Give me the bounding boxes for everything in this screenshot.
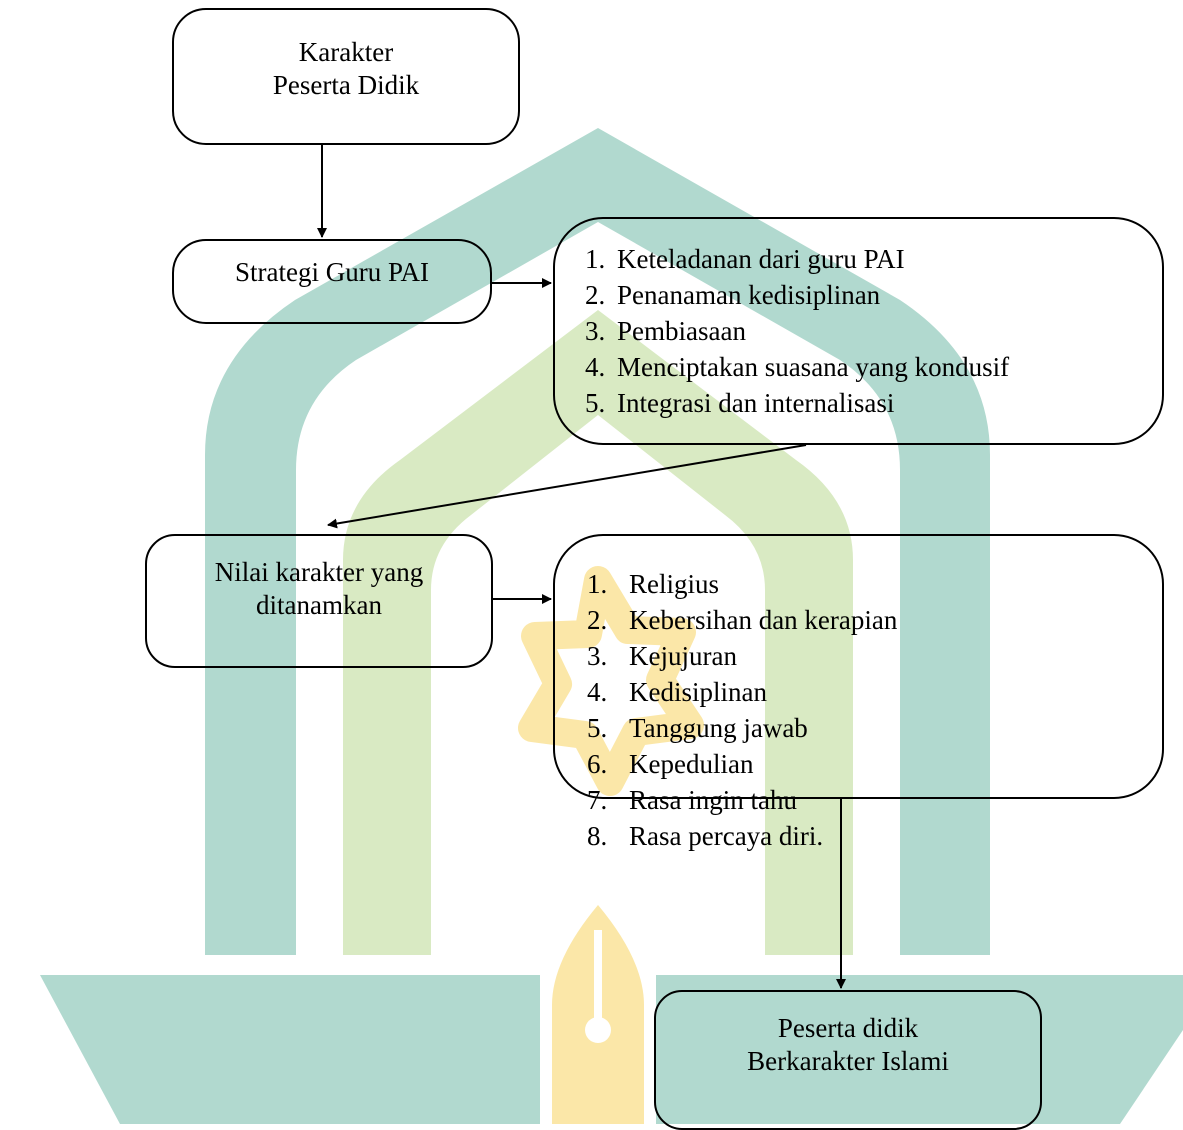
nilai-item-number: 8. bbox=[587, 821, 608, 851]
strategi-item-number: 3. bbox=[585, 316, 606, 346]
nilai-item-number: 2. bbox=[587, 605, 608, 635]
nilai-item-number: 6. bbox=[587, 749, 608, 779]
nilai-item-number: 1. bbox=[587, 569, 608, 599]
watermark-green-arch bbox=[343, 310, 853, 955]
strategi-item: 3. Pembiasaan bbox=[585, 313, 1162, 349]
nilai-item: 8. Rasa percaya diri. bbox=[587, 818, 1162, 854]
strategi-item-text: Pembiasaan bbox=[617, 316, 746, 346]
nilai-item: 5. Tanggung jawab bbox=[587, 710, 1162, 746]
strategi-item-number: 4. bbox=[585, 352, 606, 382]
strategi-item: 2. Penanaman kedisiplinan bbox=[585, 277, 1162, 313]
strategi-item: 1. Keteladanan dari guru PAI bbox=[585, 241, 1162, 277]
nilai-item-text: Kebersihan dan kerapian bbox=[629, 605, 898, 635]
strategi-item-number: 1. bbox=[585, 244, 606, 274]
nilai-item-number: 7. bbox=[587, 785, 608, 815]
nilai-item: 4. Kedisiplinan bbox=[587, 674, 1162, 710]
node-hasil-line1: Peserta didik bbox=[777, 1013, 919, 1043]
arrow-list-to-nilai bbox=[327, 444, 807, 529]
strategi-item-text: Integrasi dan internalisasi bbox=[617, 388, 895, 418]
watermark-teal-arch bbox=[205, 128, 990, 955]
watermark-teal-base-left bbox=[40, 975, 540, 1124]
node-strategi-list: 1. Keteladanan dari guru PAI 2. Penanaman … bbox=[553, 217, 1164, 445]
strategi-item-text: Menciptakan suasana yang kondusif bbox=[617, 352, 1010, 382]
watermark-gold-star bbox=[518, 566, 704, 796]
node-nilai-line2: ditanamkan bbox=[256, 590, 382, 620]
node-karakter-line2: Peserta Didik bbox=[272, 70, 420, 100]
strategi-item-number: 5. bbox=[585, 388, 606, 418]
nilai-list: 1. Religius 2. Kebersihan dan kerapian 3. K… bbox=[587, 566, 1162, 854]
nilai-item: 2. Kebersihan dan kerapian bbox=[587, 602, 1162, 638]
nilai-item: 6. Kepedulian bbox=[587, 746, 1162, 782]
node-nilai-line1: Nilai karakter yang bbox=[214, 557, 424, 587]
nilai-item-number: 4. bbox=[587, 677, 608, 707]
nilai-item: 7. Rasa ingin tahu bbox=[587, 782, 1162, 818]
node-karakter-line1: Karakter bbox=[298, 37, 394, 67]
nilai-item-text: Tanggung jawab bbox=[629, 713, 808, 743]
nilai-item: 1. Religius bbox=[587, 566, 1162, 602]
watermark-teal-base-right bbox=[656, 975, 1183, 1124]
nilai-item: 3. Kejujuran bbox=[587, 638, 1162, 674]
nilai-item-number: 5. bbox=[587, 713, 608, 743]
strategi-item-text: Penanaman kedisiplinan bbox=[617, 280, 881, 310]
nilai-item-text: Kepedulian bbox=[629, 749, 754, 779]
node-nilai-karakter: Nilai karakter yang ditanamkan bbox=[145, 534, 493, 668]
nilai-item-text: Kedisiplinan bbox=[629, 677, 767, 707]
strategi-item: 5. Integrasi dan internalisasi bbox=[585, 385, 1162, 421]
strategi-list: 1. Keteladanan dari guru PAI 2. Penanaman … bbox=[585, 241, 1162, 421]
node-strategi-label: Strategi Guru PAI bbox=[235, 257, 429, 287]
node-peserta-didik-berkarakter-islami: Peserta didik Berkarakter Islami bbox=[654, 990, 1042, 1130]
nilai-item-text: Rasa percaya diri. bbox=[629, 821, 824, 851]
node-hasil-line2: Berkarakter Islami bbox=[747, 1046, 949, 1076]
node-karakter-peserta-didik: Karakter Peserta Didik bbox=[172, 8, 520, 145]
nilai-item-text: Rasa ingin tahu bbox=[629, 785, 797, 815]
nilai-item-text: Kejujuran bbox=[629, 641, 737, 671]
node-strategi-guru-pai: Strategi Guru PAI bbox=[172, 239, 492, 324]
strategi-item-text: Keteladanan dari guru PAI bbox=[617, 244, 905, 274]
nilai-item-number: 3. bbox=[587, 641, 608, 671]
strategi-item: 4. Menciptakan suasana yang kondusif bbox=[585, 349, 1162, 385]
strategi-item-number: 2. bbox=[585, 280, 606, 310]
node-nilai-list: 1. Religius 2. Kebersihan dan kerapian 3. K… bbox=[553, 534, 1164, 851]
nilai-item-text: Religius bbox=[629, 569, 720, 599]
